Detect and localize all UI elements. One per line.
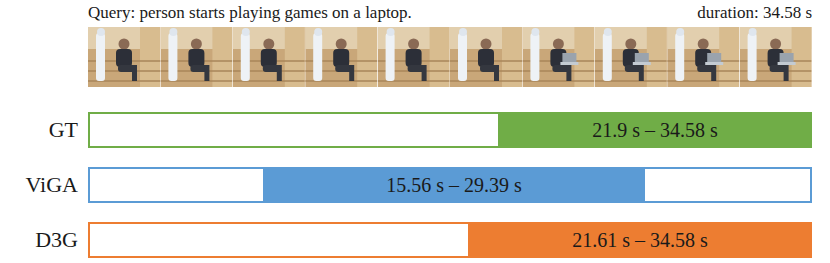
timeline-bar: GT21.9 s – 34.58 s <box>88 112 812 148</box>
time-range: 21.9 s – 34.58 s <box>592 119 718 142</box>
timeline-bar: ViGA15.56 s – 29.39 s <box>88 167 812 203</box>
method-name: GT <box>49 114 78 146</box>
time-range: 21.61 s – 34.58 s <box>572 229 708 252</box>
time-range: 15.56 s – 29.39 s <box>386 174 522 197</box>
method-name: D3G <box>35 224 78 256</box>
duration-label: duration: 34.58 s <box>697 2 812 24</box>
predicted-segment: 15.56 s – 29.39 s <box>263 167 645 203</box>
method-name: ViGA <box>26 169 78 201</box>
timeline-bar: D3G21.61 s – 34.58 s <box>88 222 812 258</box>
predicted-segment: 21.61 s – 34.58 s <box>468 222 812 258</box>
query-title: Query: person starts playing games on a … <box>88 2 412 24</box>
predicted-segment: 21.9 s – 34.58 s <box>498 112 812 148</box>
